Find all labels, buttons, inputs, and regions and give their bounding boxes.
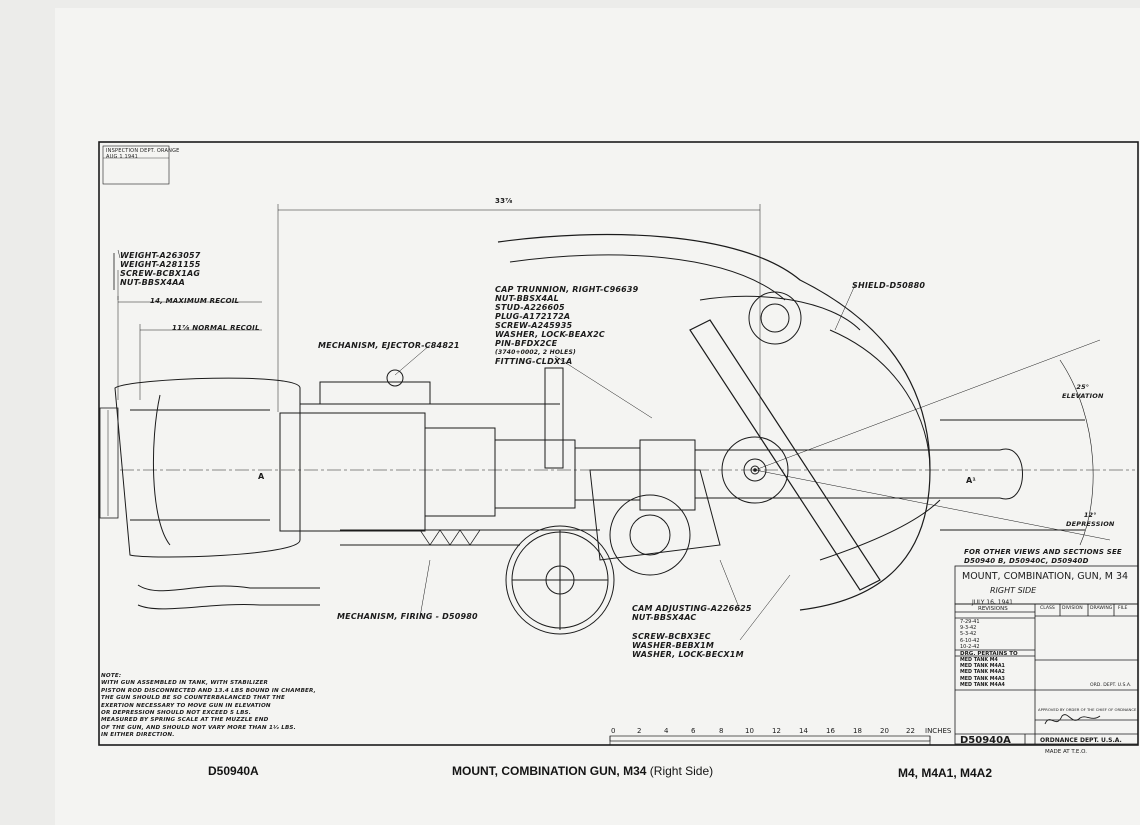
recoil-housing [114,377,301,558]
depression-label: 12° DEPRESSION [1066,511,1115,528]
column-division: DIVISION [1062,606,1083,611]
column-file: FILE [1118,606,1128,611]
scale-tick: 22 [906,727,915,735]
scale-tick: 4 [664,727,669,735]
caption-title: MOUNT, COMBINATION GUN, M34 (Right Side) [452,764,714,778]
inspection-stamp: INSPECTION DEPT. ORANGE AUG 1 1941 [106,148,180,160]
title-block-date: JULY 16, 1941 [972,599,1013,606]
stamp-box [102,145,170,185]
counterbalance-note: NOTE: WITH GUN ASSEMBLED IN TANK, WITH S… [101,673,316,739]
other-views-note: FOR OTHER VIEWS AND SECTIONS SEE D50940 … [964,548,1122,565]
scale-tick: 16 [826,727,835,735]
weights-callout: WEIGHT-A263057 WEIGHT-A281155 SCREW-BCBX… [120,251,201,287]
overall-dimension: 33⅞ [495,197,513,205]
scale-unit: INCHES [925,727,952,735]
point-a-left: A [258,472,265,481]
scale-tick: 20 [880,727,889,735]
shield-outline [497,233,931,611]
gearbox [609,494,691,576]
ord-dept-label: ORD. DEPT. U.S.A. [1090,683,1132,688]
drawing-sheet [55,8,1140,825]
pertains-label: DRG. PERTAINS TO [960,651,1018,657]
title-block-title: MOUNT, COMBINATION, GUN, M 34 [962,571,1129,582]
trunnion-callout: CAP TRUNNION, RIGHT-C96639 NUT-BBSX4AL S… [495,285,639,366]
max-recoil-label: 14, MAXIMUM RECOIL [150,297,240,305]
approved-label: APPROVED BY ORDER OF THE CHIEF OF ORDNAN… [1038,707,1137,712]
title-block-frame [954,565,1139,745]
elevation-label: 25° ELEVATION [1062,383,1104,400]
ordnance-label: ORDNANCE DEPT. U.S.A. [1040,737,1122,744]
scale-tick: 10 [745,727,754,735]
scale-bar [609,735,931,745]
made-at-label: MADE AT T.E.O. [1045,749,1087,755]
caption-drawing-number: D50940A [208,764,259,778]
revisions-list: 7-29-41 9-3-42 5-3-42 6-10-42 10-2-42 [960,619,980,650]
column-class: CLASS [1040,606,1055,611]
revisions-label: REVISIONS [978,606,1008,612]
scale-tick: 18 [853,727,862,735]
title-block-subtitle: RIGHT SIDE [990,586,1037,595]
scale-tick: 0 [611,727,616,735]
ejector-label: MECHANISM, EJECTOR-C84821 [318,341,460,350]
cam-callout: CAM ADJUSTING-A226625 NUT-BBSX4AC [632,604,752,622]
screw-group-callout: SCREW-BCBX3EC WASHER-BEBX1M WASHER, LOCK… [632,632,744,659]
drawing-number: D50940A [960,735,1011,746]
shield-label: SHIELD-D50880 [852,281,926,290]
elevation-handwheel [505,525,615,635]
caption-models: M4, M4A1, M4A2 [898,766,993,780]
signature [1044,714,1101,725]
scale-tick: 6 [691,727,696,735]
receiver [279,412,426,532]
scale-tick: 8 [719,727,724,735]
pertains-list: MED TANK M4 MED TANK M4A1 MED TANK M4A2 … [960,658,1005,688]
scale-tick: 14 [799,727,808,735]
normal-recoil-label: 11⅞ NORMAL RECOIL [172,324,260,332]
column-drawing: DRAWING [1090,606,1113,611]
scale-tick: 12 [772,727,781,735]
scale-tick: 2 [637,727,642,735]
firing-label: MECHANISM, FIRING - D50980 [337,612,478,621]
drawing-border [98,141,1139,746]
point-a-right: A¹ [966,476,977,485]
